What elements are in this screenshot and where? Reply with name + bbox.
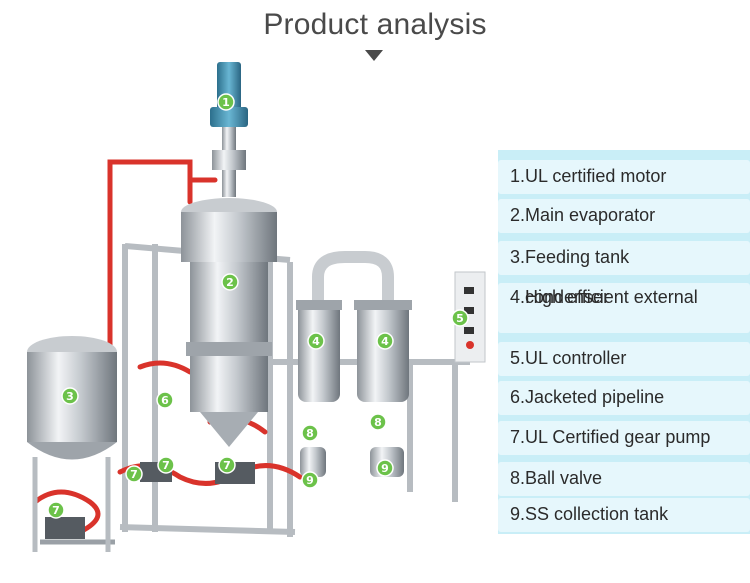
list-item: 3.Feeding tank (498, 241, 750, 275)
svg-text:4: 4 (381, 335, 389, 348)
svg-text:8: 8 (374, 416, 382, 429)
svg-text:9: 9 (381, 462, 389, 475)
svg-text:2: 2 (226, 276, 234, 289)
list-item: 6.Jacketed pipeline (498, 381, 750, 415)
list-item: 5.UL controller (498, 342, 750, 376)
list-item: 9.SS collection tank (498, 498, 750, 532)
condenser-u-pipe (312, 251, 394, 312)
distillation-equipment-photo: 1 2 3 4 4 5 6 7 7 7 7 8 8 9 9 (27, 62, 486, 552)
photo-markers: 1 2 3 4 4 5 6 7 7 7 7 8 8 9 9 (47, 93, 469, 519)
title-down-arrow-icon (365, 50, 383, 61)
list-item: 1.UL certified motor (498, 160, 750, 194)
list-item: 4.High efficient external condenser (498, 283, 750, 333)
marker-1: 1 (222, 96, 230, 109)
svg-text:5: 5 (456, 312, 464, 325)
component-list-panel: 1.UL certified motor 2.Main evaporator 3… (498, 150, 750, 534)
svg-text:7: 7 (52, 504, 60, 517)
page-title: Product analysis (263, 8, 487, 41)
support-frame (119, 243, 470, 537)
list-item: 7.UL Certified gear pump (498, 421, 750, 455)
svg-text:3: 3 (66, 390, 74, 403)
svg-text:7: 7 (162, 459, 170, 472)
svg-text:8: 8 (306, 427, 314, 440)
svg-text:4: 4 (312, 335, 320, 348)
svg-text:7: 7 (130, 468, 138, 481)
svg-text:7: 7 (223, 459, 231, 472)
list-item: 8.Ball valve (498, 462, 750, 496)
svg-text:6: 6 (161, 394, 169, 407)
svg-text:9: 9 (306, 474, 314, 487)
list-item: 2.Main evaporator (498, 199, 750, 233)
